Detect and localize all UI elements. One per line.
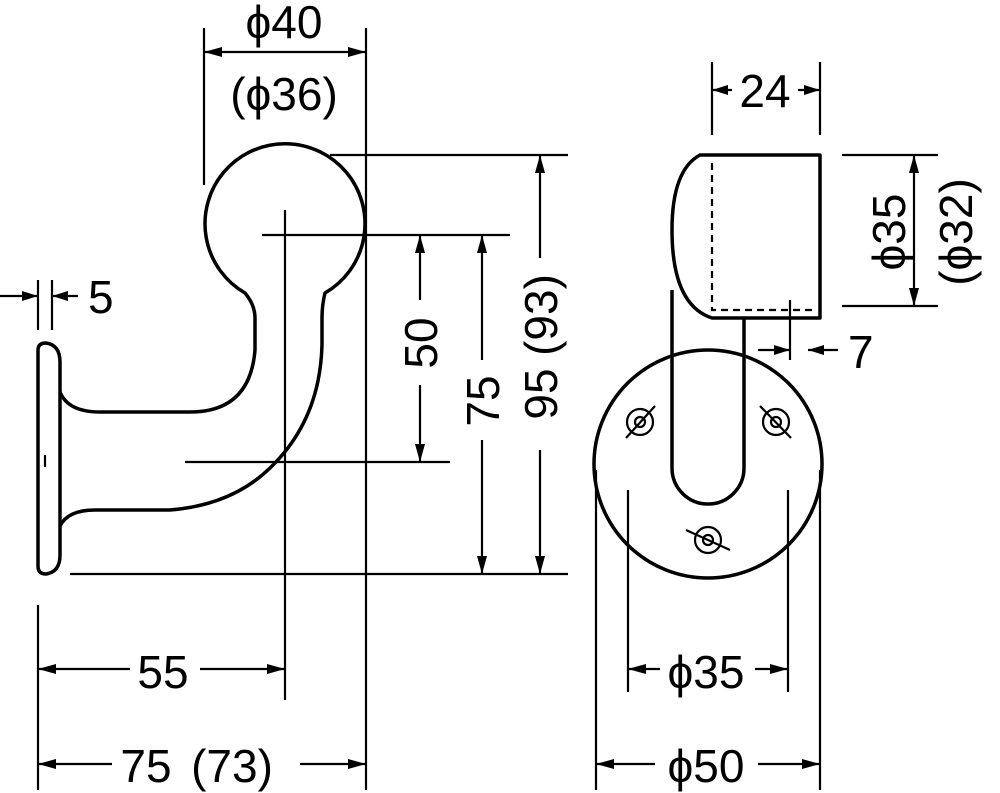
- dim-base-diameter: ϕ50: [668, 740, 745, 792]
- side-view: ϕ40 (ϕ36) 5 50 75 95 (93) 55: [0, 0, 568, 792]
- dim-saddle-diameter: ϕ35: [863, 194, 915, 271]
- dim-saddle-diameter-alt: (ϕ32): [930, 178, 982, 286]
- dim-height-to-center: 75: [457, 375, 509, 426]
- dim-total-projection-alt: (73): [191, 740, 273, 792]
- wall-plate: [36, 341, 62, 576]
- dim-total-height-alt: (93): [515, 274, 567, 356]
- base-plate: [592, 348, 824, 580]
- dim-saddle-width: 24: [739, 65, 790, 117]
- bracket-stem: [670, 290, 746, 506]
- saddle: [670, 153, 822, 320]
- bracket-arm: [58, 142, 367, 527]
- dim-projection-to-center: 55: [137, 646, 188, 698]
- dim-center-to-arm: 50: [395, 317, 447, 368]
- dim-head-diameter-alt: (ϕ36): [230, 68, 338, 120]
- screw-hole-right: [759, 405, 792, 439]
- dim-head-diameter: ϕ40: [246, 0, 323, 48]
- dim-offset: 7: [848, 326, 874, 378]
- front-view: 24 ϕ35 (ϕ32) 7 ϕ35 ϕ50: [592, 62, 982, 792]
- screw-hole-left: [625, 405, 656, 439]
- dim-plate-thickness: 5: [88, 271, 114, 323]
- screw-hole-bottom: [685, 525, 731, 555]
- dim-hole-pitch: ϕ35: [668, 646, 745, 698]
- dim-total-projection: 75: [120, 740, 171, 792]
- dim-total-height: 95: [515, 368, 567, 419]
- saddle-hidden-line: [710, 163, 812, 312]
